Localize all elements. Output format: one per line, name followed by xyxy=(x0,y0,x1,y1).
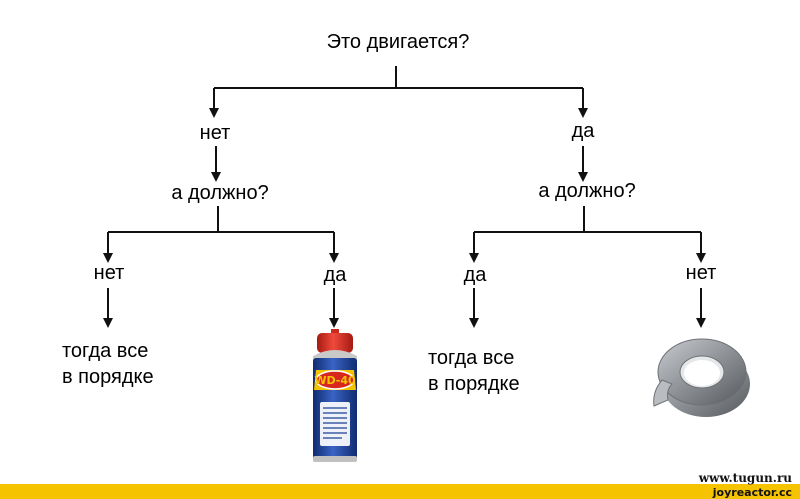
answer-yes-yes: да xyxy=(463,264,487,286)
answer-yes-no: нет xyxy=(685,262,717,284)
arrowhead xyxy=(209,108,219,118)
arrowhead xyxy=(103,318,113,328)
wd40-can-image: WD-40 xyxy=(313,329,357,462)
question-moves: Это двигается? xyxy=(326,31,470,53)
wd40-brand-text: WD-40 xyxy=(314,374,356,387)
answer-yes-1: да xyxy=(571,120,595,142)
watermark-site: www.tugun.ru xyxy=(698,471,792,485)
watermark-source: joyreactor.cc xyxy=(712,486,792,499)
question-should-left: а должно? xyxy=(171,182,269,204)
result-ok-right: тогда все в порядке xyxy=(428,347,520,395)
arrowhead xyxy=(578,172,588,182)
result-ok-left: тогда все в порядке xyxy=(62,340,154,388)
arrowhead xyxy=(696,318,706,328)
answer-no-no: нет xyxy=(93,262,125,284)
arrowhead xyxy=(696,253,706,263)
arrowhead xyxy=(578,108,588,118)
arrowhead xyxy=(469,318,479,328)
answer-no-1: нет xyxy=(199,122,231,144)
arrowhead xyxy=(211,172,221,182)
answer-no-yes: да xyxy=(323,264,347,286)
arrowhead xyxy=(469,253,479,263)
duct-tape-image xyxy=(653,338,750,417)
question-should-right: а должно? xyxy=(538,180,636,202)
arrowhead xyxy=(103,253,113,263)
arrowhead xyxy=(329,253,339,263)
footer-bar xyxy=(0,484,800,499)
arrowhead xyxy=(329,318,339,328)
